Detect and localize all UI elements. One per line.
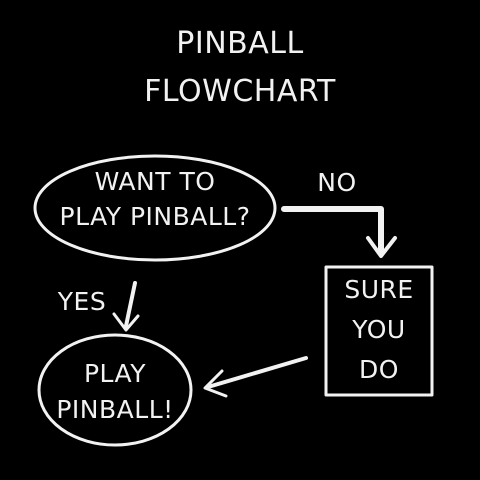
title-line-2: FLOWCHART bbox=[144, 74, 336, 109]
no-label: NO bbox=[317, 168, 357, 197]
sure-line-3: DO bbox=[359, 355, 399, 384]
yes-arrow-head bbox=[112, 312, 140, 332]
play-line-2: PINBALL! bbox=[56, 395, 174, 424]
question-line-2: PLAY PINBALL? bbox=[59, 202, 251, 231]
sure-box bbox=[324, 265, 434, 397]
sure-line-2: YOU bbox=[352, 315, 406, 344]
no-arrow-head bbox=[366, 236, 397, 258]
sure-line-1: SURE bbox=[344, 275, 414, 304]
yes-arrow-line bbox=[124, 281, 137, 328]
play-line-1: PLAY bbox=[83, 359, 146, 388]
title-line-1: PINBALL bbox=[176, 26, 304, 61]
play-ellipse bbox=[37, 333, 193, 447]
return-arrow-line bbox=[206, 356, 308, 389]
question-ellipse bbox=[33, 154, 277, 262]
question-line-1: WANT TO bbox=[94, 167, 216, 196]
return-arrow-head bbox=[203, 369, 228, 398]
yes-label: YES bbox=[57, 287, 107, 316]
no-arrow-line bbox=[281, 206, 384, 255]
